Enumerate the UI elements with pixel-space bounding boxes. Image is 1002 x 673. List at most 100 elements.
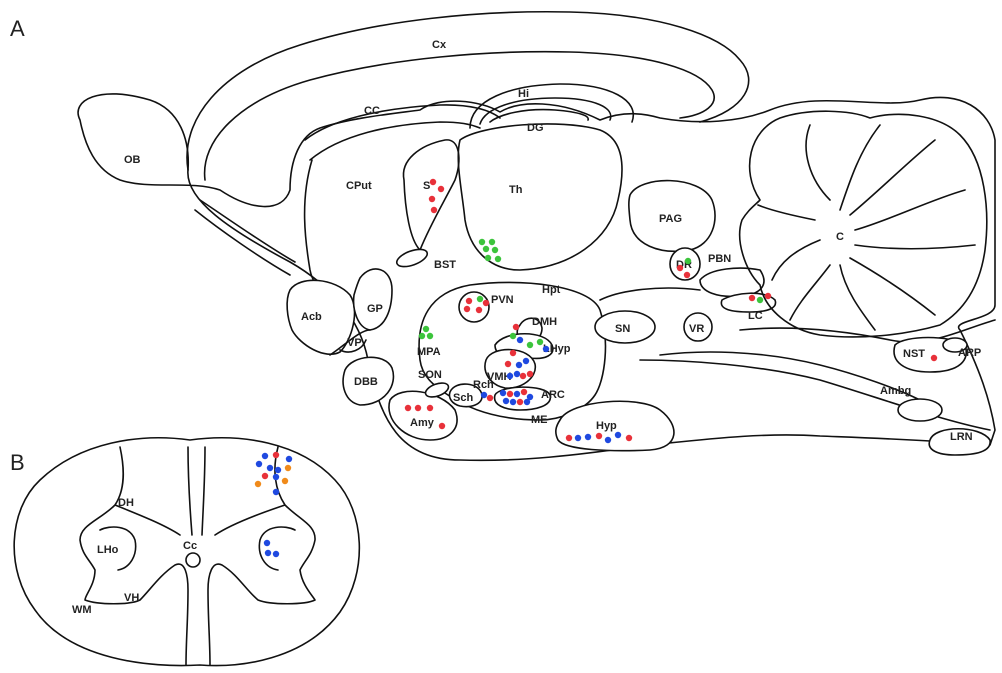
- orange-marker-dot: [255, 481, 261, 487]
- red-marker-dot: [476, 307, 482, 313]
- blue-marker-dot: [523, 358, 529, 364]
- blue-marker-dot: [273, 551, 279, 557]
- green-marker-dot: [483, 246, 489, 252]
- red-marker-dot: [749, 295, 755, 301]
- red-marker-dot: [439, 423, 445, 429]
- label-dbb: DBB: [354, 376, 378, 388]
- label-pbn: PBN: [708, 253, 731, 265]
- red-marker-dot: [677, 265, 683, 271]
- green-marker-dot: [492, 247, 498, 253]
- label-c: C: [836, 231, 844, 243]
- blue-marker-dot: [585, 434, 591, 440]
- region-bst-shape: [395, 246, 430, 270]
- label-nst: NST: [903, 348, 925, 360]
- region-amy-shape: [389, 391, 457, 440]
- green-marker-dot: [757, 297, 763, 303]
- blue-marker-dot: [273, 489, 279, 495]
- blue-marker-dot: [510, 399, 516, 405]
- blue-marker-dot: [267, 465, 273, 471]
- red-marker-dot: [527, 371, 533, 377]
- cerebellar-folia: [758, 125, 975, 330]
- label-dh: DH: [118, 497, 134, 509]
- label-wm: WM: [72, 604, 92, 616]
- blue-marker-dot: [264, 540, 270, 546]
- red-marker-dot: [510, 350, 516, 356]
- thalamus: [458, 124, 622, 270]
- green-marker-dot: [477, 296, 483, 302]
- label-pvn: PVN: [491, 294, 514, 306]
- red-marker-dot: [431, 207, 437, 213]
- label-vp: VP: [347, 337, 362, 349]
- cortex-outer: [187, 12, 749, 170]
- region-ambg-shape: [898, 399, 942, 421]
- red-marker-dot: [430, 179, 436, 185]
- label-th: Th: [509, 184, 523, 196]
- panel-label-b: B: [10, 450, 25, 475]
- red-marker-dot: [505, 361, 511, 367]
- blue-marker-dot: [500, 390, 506, 396]
- red-marker-dot: [429, 196, 435, 202]
- cerebellum: [740, 111, 987, 337]
- label-me: ME: [531, 414, 548, 426]
- red-marker-dot: [262, 473, 268, 479]
- red-marker-dot: [487, 395, 493, 401]
- blue-marker-dot: [605, 437, 611, 443]
- label-acb: Acb: [301, 311, 322, 323]
- label-lrn: LRN: [950, 431, 973, 443]
- label-vh: VH: [124, 592, 139, 604]
- label-hpt: Hpt: [542, 284, 561, 296]
- red-marker-dot: [464, 306, 470, 312]
- blue-marker-dot: [256, 461, 262, 467]
- blue-marker-dot: [273, 474, 279, 480]
- label-gp: GP: [367, 303, 383, 315]
- blue-marker-dot: [503, 398, 509, 404]
- blue-marker-dot: [265, 550, 271, 556]
- red-marker-dot: [438, 186, 444, 192]
- region-pbn-shape: [700, 268, 764, 296]
- orange-marker-dot: [285, 465, 291, 471]
- red-marker-dot: [507, 391, 513, 397]
- red-marker-dot: [931, 355, 937, 361]
- label-dg: DG: [527, 122, 544, 134]
- central-canal: [186, 553, 200, 567]
- label-arp: ARP: [958, 347, 981, 359]
- red-marker-dot: [566, 435, 572, 441]
- red-marker-dot: [415, 405, 421, 411]
- red-marker-dot: [273, 452, 279, 458]
- label-hi: Hi: [518, 88, 529, 100]
- label-hyp: Hyp: [596, 420, 617, 432]
- label-cx: Cx: [432, 39, 447, 51]
- septum: [403, 140, 458, 250]
- red-marker-dot: [427, 405, 433, 411]
- label-rch: Rch: [473, 379, 494, 391]
- label-sn: SN: [615, 323, 630, 335]
- red-marker-dot: [520, 373, 526, 379]
- label-lc: LC: [748, 310, 763, 322]
- label-cc: CC: [364, 105, 380, 117]
- label-vr: VR: [689, 323, 704, 335]
- label-ambg: Ambg: [880, 385, 911, 397]
- blue-marker-dot: [517, 337, 523, 343]
- hippocampus: [470, 84, 633, 128]
- blue-marker-dot: [514, 371, 520, 377]
- label-lho: LHo: [97, 544, 119, 556]
- region-pvn-shape: [459, 292, 489, 322]
- blue-marker-dot: [481, 392, 487, 398]
- blue-marker-dot: [514, 391, 520, 397]
- region-son-shape: [424, 380, 451, 399]
- red-marker-dot: [517, 399, 523, 405]
- green-marker-dot: [419, 333, 425, 339]
- orange-marker-dot: [282, 478, 288, 484]
- panel-label-a: A: [10, 16, 25, 41]
- label-dmh: DMH: [532, 316, 557, 328]
- green-marker-dot: [427, 333, 433, 339]
- label-cput: CPut: [346, 180, 372, 192]
- label-ob: OB: [124, 154, 141, 166]
- striatum-boundary: [305, 160, 350, 300]
- red-marker-dot: [626, 435, 632, 441]
- green-marker-dot: [479, 239, 485, 245]
- label-mpa: MPA: [417, 346, 441, 358]
- blue-marker-dot: [262, 453, 268, 459]
- label-son: SON: [418, 369, 442, 381]
